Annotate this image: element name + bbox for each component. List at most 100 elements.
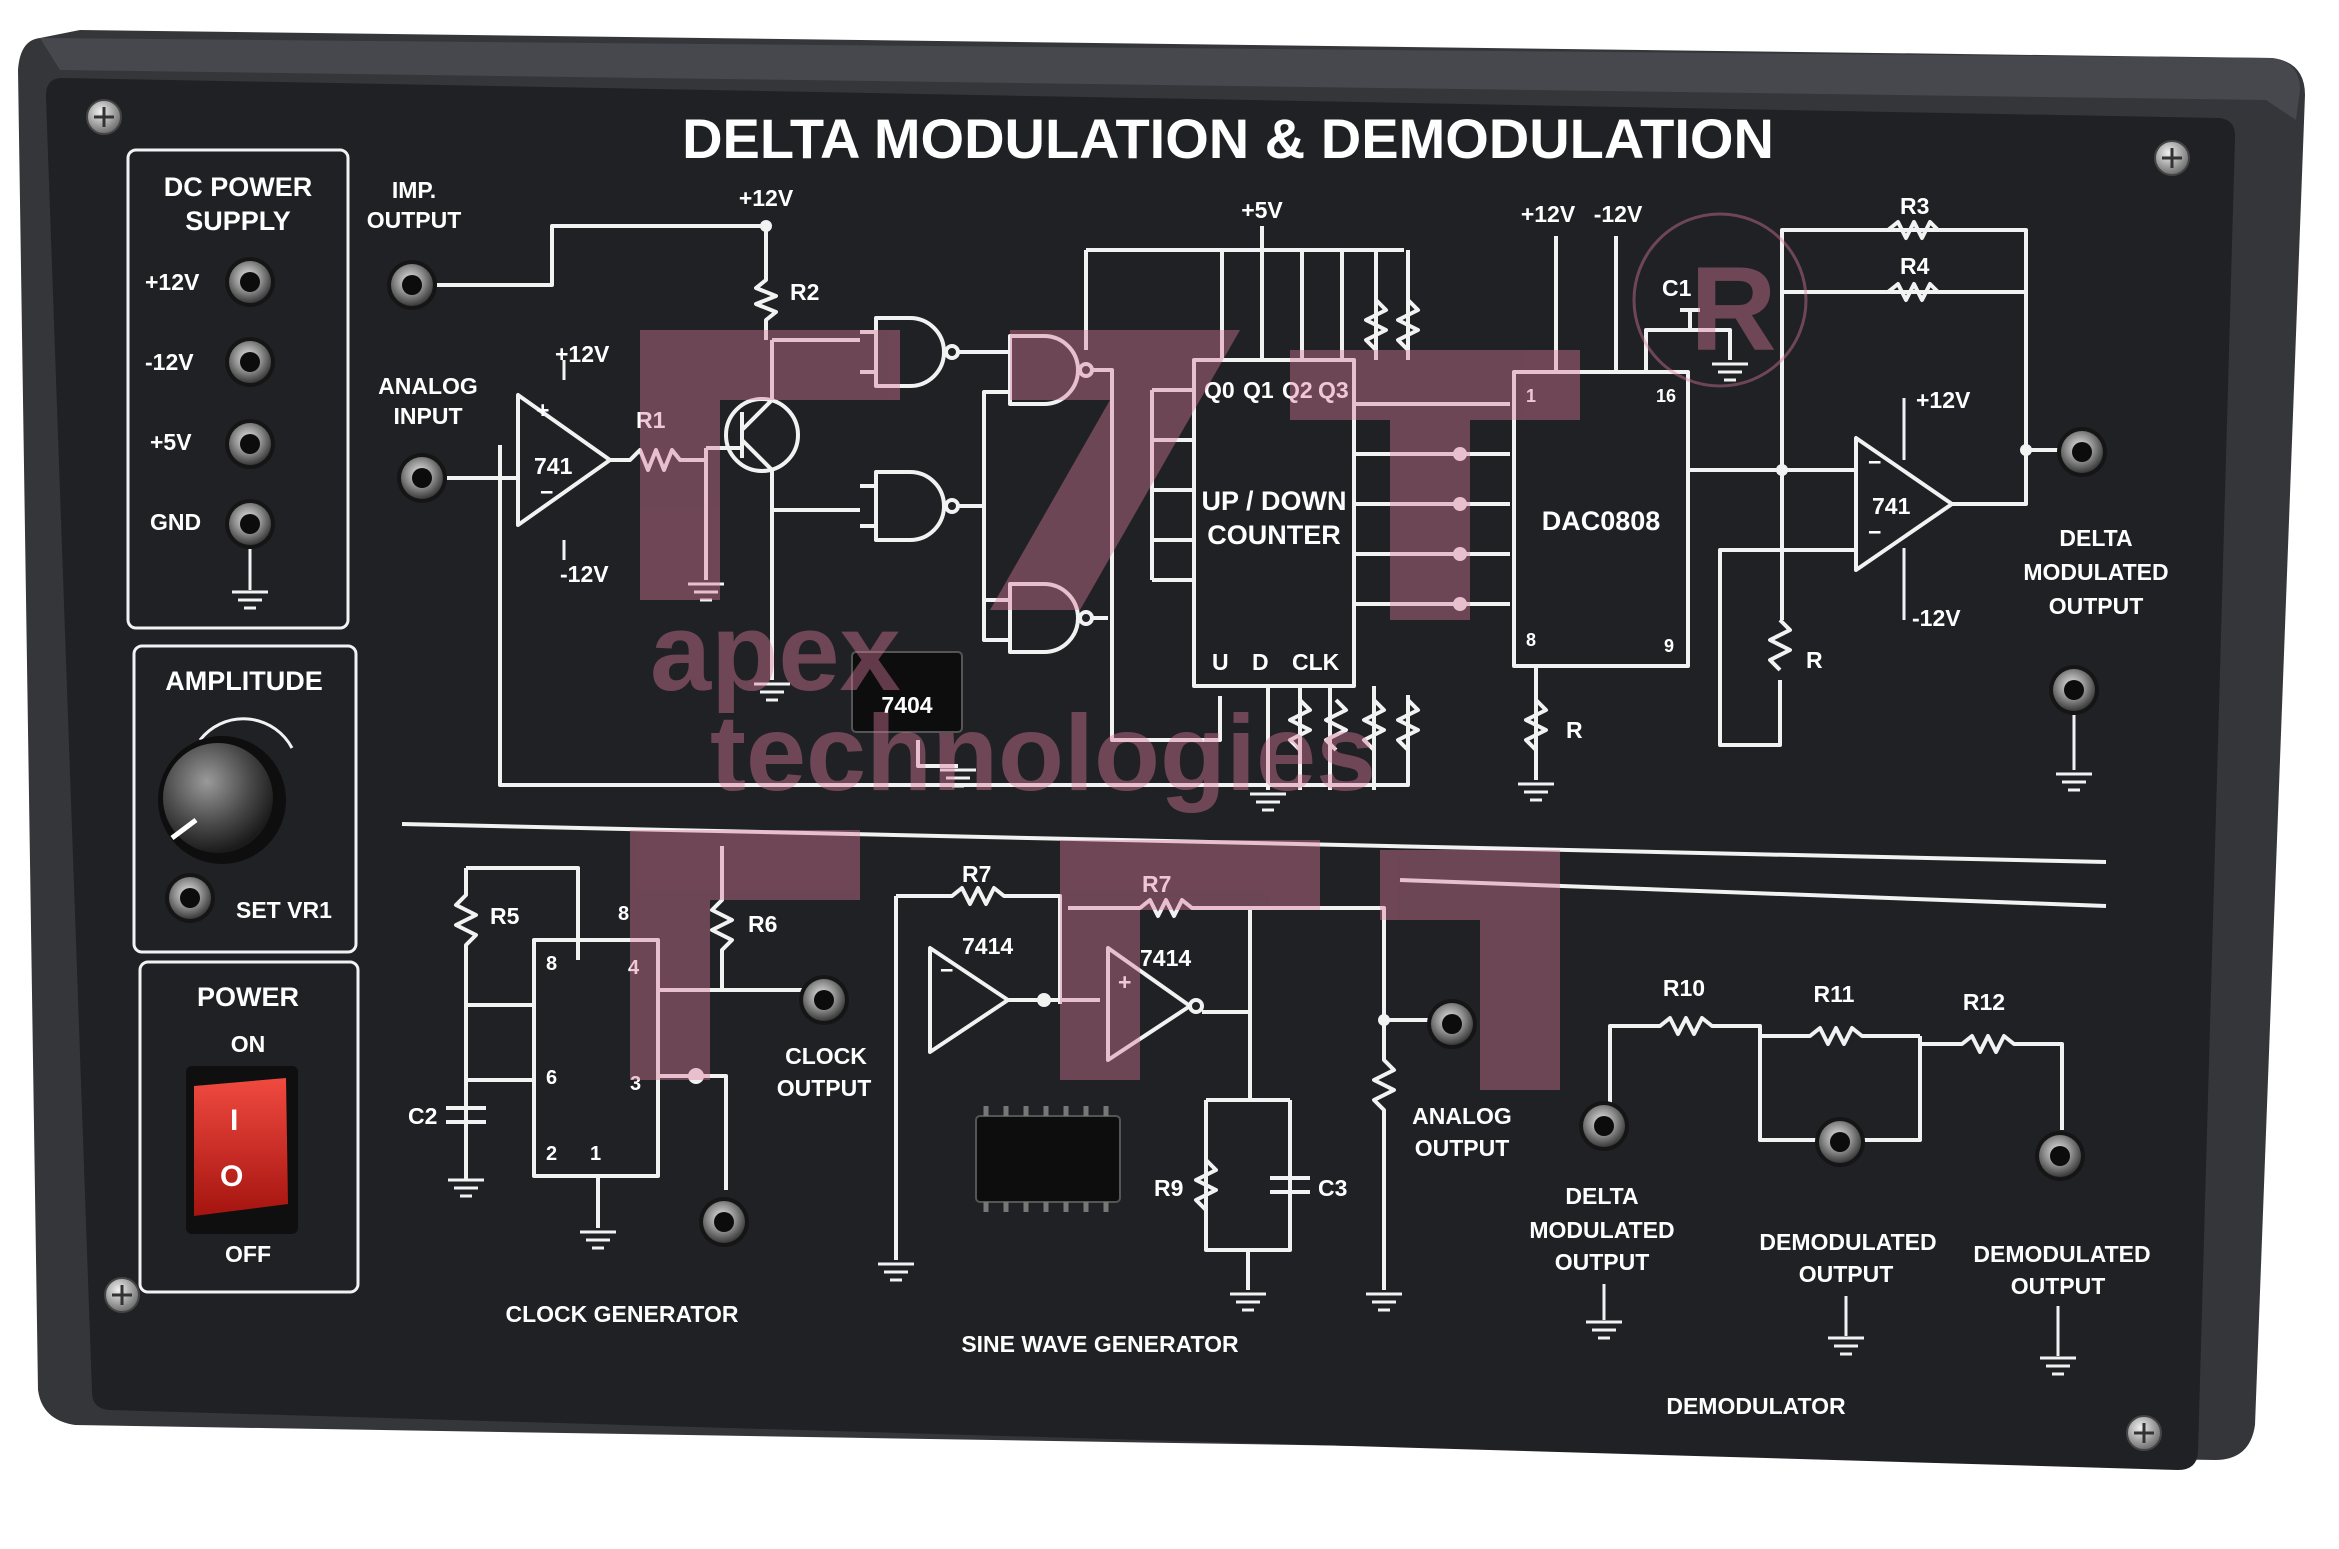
clock-generator-section: R5 8 4 6 3 2 1 8 R6 CLOCK OUTPUT C2 CLOC… [408,846,871,1327]
clock-output-socket[interactable] [799,975,849,1025]
minus12v-socket[interactable] [225,337,275,387]
r6-label: R6 [748,911,777,937]
screw-icon [103,1276,141,1314]
nand-gate-2 [874,470,946,542]
demod-out1-label-2: OUTPUT [1799,1261,1894,1287]
supply-5v-label: +5V [1241,197,1283,223]
set-vr1-socket[interactable] [165,873,215,923]
power-section: POWER ON I O OFF [138,960,360,1294]
analog-output-label-2: OUTPUT [1415,1135,1510,1161]
r9-label: R9 [1154,1175,1183,1201]
opamp-plus: + [536,397,549,423]
r11-label: R11 [1814,981,1855,1007]
timer-pin: 1 [590,1143,601,1165]
r5-label: R5 [490,903,520,929]
opamp2-pos-label: +12V [1916,387,1971,413]
gnd-socket[interactable] [225,499,275,549]
ic1-label: 7414 [962,933,1013,959]
clock-output-label: CLOCK [785,1043,867,1069]
r-b-label: R [1566,717,1583,743]
dac-neg-supply-label: -12V [1594,201,1643,227]
plus12v-socket[interactable] [225,257,275,307]
section-divider [401,822,2107,864]
counter-label: UP / DOWN [1201,486,1346,516]
modulator-section: IMP. OUTPUT ANALOG INPUT +12V + − 741 +1… [367,177,2169,812]
delta-modulated-output-socket[interactable] [2057,427,2107,477]
opamp2-label: 741 [1872,493,1911,519]
ic-7414-chip [975,1106,1121,1212]
amplitude-scale-icon [198,717,294,749]
counter-pin: Q1 [1243,377,1274,403]
dac-pin: 16 [1656,386,1676,406]
r2-label: R2 [790,279,819,305]
panel-title: DELTA MODULATION & DEMODULATION [682,107,1774,170]
timer-pin: 6 [546,1067,557,1089]
demodulator-title: DEMODULATOR [1666,1393,1846,1419]
delta-output-gnd-socket[interactable] [2049,665,2099,715]
section-divider [1399,878,2107,908]
clock-generator-title: CLOCK GENERATOR [506,1301,739,1327]
analog-input-label: ANALOG [378,373,478,399]
r12-label: R12 [1963,989,2005,1015]
analog-input-socket[interactable] [397,453,447,503]
sine-opamp1-minus: − [940,957,953,983]
power-switch[interactable]: I O [186,1066,298,1234]
clock-aux-socket[interactable] [699,1197,749,1247]
nand-gate-1 [874,316,946,388]
set-vr1-label: SET VR1 [236,897,332,923]
imp-output-socket[interactable] [387,260,437,310]
amplitude-title: AMPLITUDE [165,666,323,696]
nand-gate-3 [1008,334,1080,406]
supply-label: +12V [739,185,794,211]
counter-bottom-pin: CLK [1292,649,1340,675]
opamp2-neg-label: -12V [1912,605,1961,631]
clock-output-label-2: OUTPUT [777,1075,872,1101]
up-down-counter-ic: Q0 Q1 Q2 Q3 UP / DOWN COUNTER U D CLK [1192,358,1356,688]
terminal-label: -12V [145,349,194,375]
imp-output-label: IMP. [392,177,436,203]
demod-delta-input-socket[interactable] [1579,1101,1629,1151]
counter-bottom-pin: U [1212,649,1229,675]
rocker-i-label: I [230,1104,238,1137]
opamp-minus: − [540,479,553,505]
ic-7404-label: 7404 [881,692,932,718]
demod-in-label-2: MODULATED [1529,1217,1674,1243]
r4-label: R4 [1900,253,1930,279]
terminal-label: GND [150,509,201,535]
power-off-label: OFF [225,1241,271,1267]
sine-opamp2-plus: + [1118,969,1131,995]
counter-pin: Q2 [1282,377,1313,403]
power-title: POWER [197,982,299,1012]
opamp2-minus: − [1868,449,1881,475]
c3-label: C3 [1318,1175,1347,1201]
screw-icon [2125,1414,2163,1452]
timer-pin: 2 [546,1143,557,1165]
screw-icon [2153,139,2191,177]
amplitude-knob[interactable] [158,736,286,864]
dc-power-supply-section: DC POWER SUPPLY +12V -12V +5V GND [126,148,350,630]
dac-label: DAC0808 [1542,506,1661,536]
demod-in-label: DELTA [1565,1183,1638,1209]
power-supply-title-2: SUPPLY [185,206,291,236]
demod-out1-label: DEMODULATED [1759,1229,1936,1255]
watermark-text-2: technologies [710,692,1376,813]
dac-pin: 1 [1526,386,1536,406]
r7a-label: R7 [962,861,991,887]
timer-pin: 8 [546,953,557,975]
dac-pin: 9 [1664,636,1674,656]
screw-icon [85,98,123,136]
plus5v-socket[interactable] [225,419,275,469]
delta-output-label-2: MODULATED [2023,559,2168,585]
dac-pos-supply-label: +12V [1521,201,1576,227]
rocker-o-label: O [220,1160,243,1193]
delta-output-label-3: OUTPUT [2049,593,2144,619]
r3-label: R3 [1900,193,1929,219]
counter-label-2: COUNTER [1207,520,1341,550]
counter-bottom-pin: D [1252,649,1269,675]
nand-gate-4 [1008,582,1080,654]
demodulated-output-2-socket[interactable] [2035,1131,2085,1181]
analog-output-socket[interactable] [1427,999,1477,1049]
ic-7404-chip: 7404 [851,651,963,733]
opamp2-plus: − [1868,519,1881,545]
demodulated-output-1-socket[interactable] [1815,1117,1865,1167]
